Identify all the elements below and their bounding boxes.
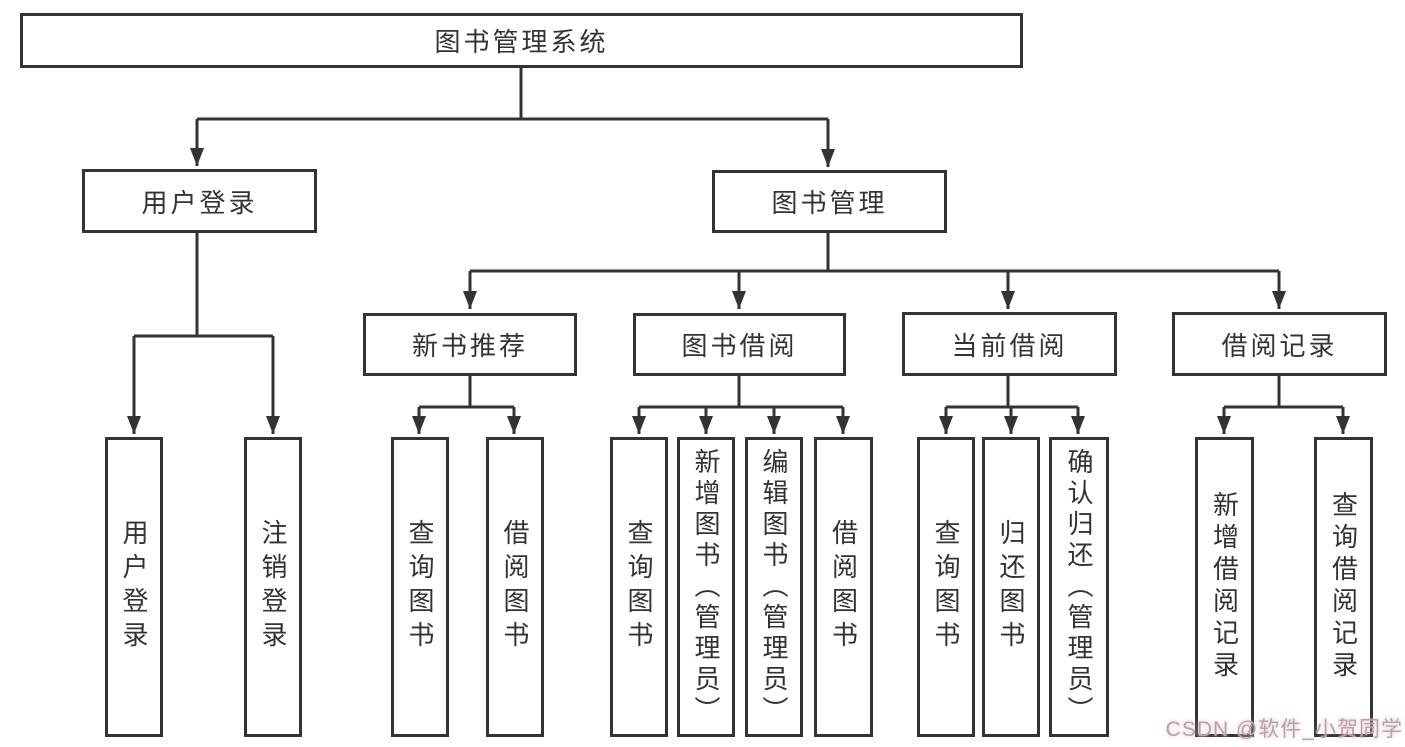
section-node-current-borrow: 当前借阅 [902,312,1117,376]
leaf-node-label: 查询图书 [931,519,961,655]
leaf-node-query-books-recommend: 查询图书 [391,437,449,737]
leaf-node-confirm-return-admin: 确认归还（管理员） [1049,437,1109,737]
leaf-node-user-login: 用户登录 [105,437,163,737]
leaf-node-query-books-current: 查询图书 [917,437,975,737]
leaf-node-label: 编辑图书（管理员） [759,447,789,727]
branch-node-label: 图书管理 [771,188,888,218]
branch-node-book-management: 图书管理 [712,170,947,233]
watermark: CSDN @软件_小贺同学 [1165,718,1403,741]
leaf-node-label: 查询图书 [624,519,654,655]
leaf-node-label: 借阅图书 [500,519,530,655]
section-node-book-borrow: 图书借阅 [633,313,846,376]
leaf-node-label: 查询借阅记录 [1328,491,1359,683]
leaf-node-label: 新增图书（管理员） [691,447,721,727]
leaf-node-borrow-books-recommend: 借阅图书 [486,437,544,737]
branch-node-user-login: 用户登录 [82,169,317,233]
leaf-node-add-books-admin: 新增图书（管理员） [677,437,735,737]
leaf-node-add-borrow-record: 新增借阅记录 [1195,437,1254,737]
leaf-node-return-books: 归还图书 [982,437,1040,737]
branch-node-label: 用户登录 [141,187,258,218]
leaf-node-query-books-borrow: 查询图书 [610,437,668,737]
leaf-node-label: 确认归还（管理员） [1064,447,1094,727]
root-node-library-system: 图书管理系统 [20,13,1023,68]
leaf-node-edit-books-admin: 编辑图书（管理员） [745,437,803,737]
leaf-node-label: 归还图书 [996,519,1026,655]
section-node-label: 借阅记录 [1221,330,1338,361]
leaf-node-label: 查询图书 [405,519,435,655]
section-node-label: 当前借阅 [951,330,1068,361]
section-node-borrow-records: 借阅记录 [1172,312,1387,376]
leaf-node-label: 用户登录 [119,519,149,655]
leaf-node-borrow-books: 借阅图书 [814,437,873,737]
leaf-node-logout: 注销登录 [244,437,302,737]
leaf-node-query-borrow-record: 查询借阅记录 [1314,437,1373,737]
leaf-node-label: 借阅图书 [828,519,859,655]
section-node-new-book-recommend: 新书推荐 [363,313,577,376]
section-node-label: 新书推荐 [411,331,528,361]
root-node-label: 图书管理系统 [434,27,609,57]
leaf-node-label: 注销登录 [258,519,288,655]
leaf-node-label: 新增借阅记录 [1209,491,1240,683]
section-node-label: 图书借阅 [681,331,798,361]
